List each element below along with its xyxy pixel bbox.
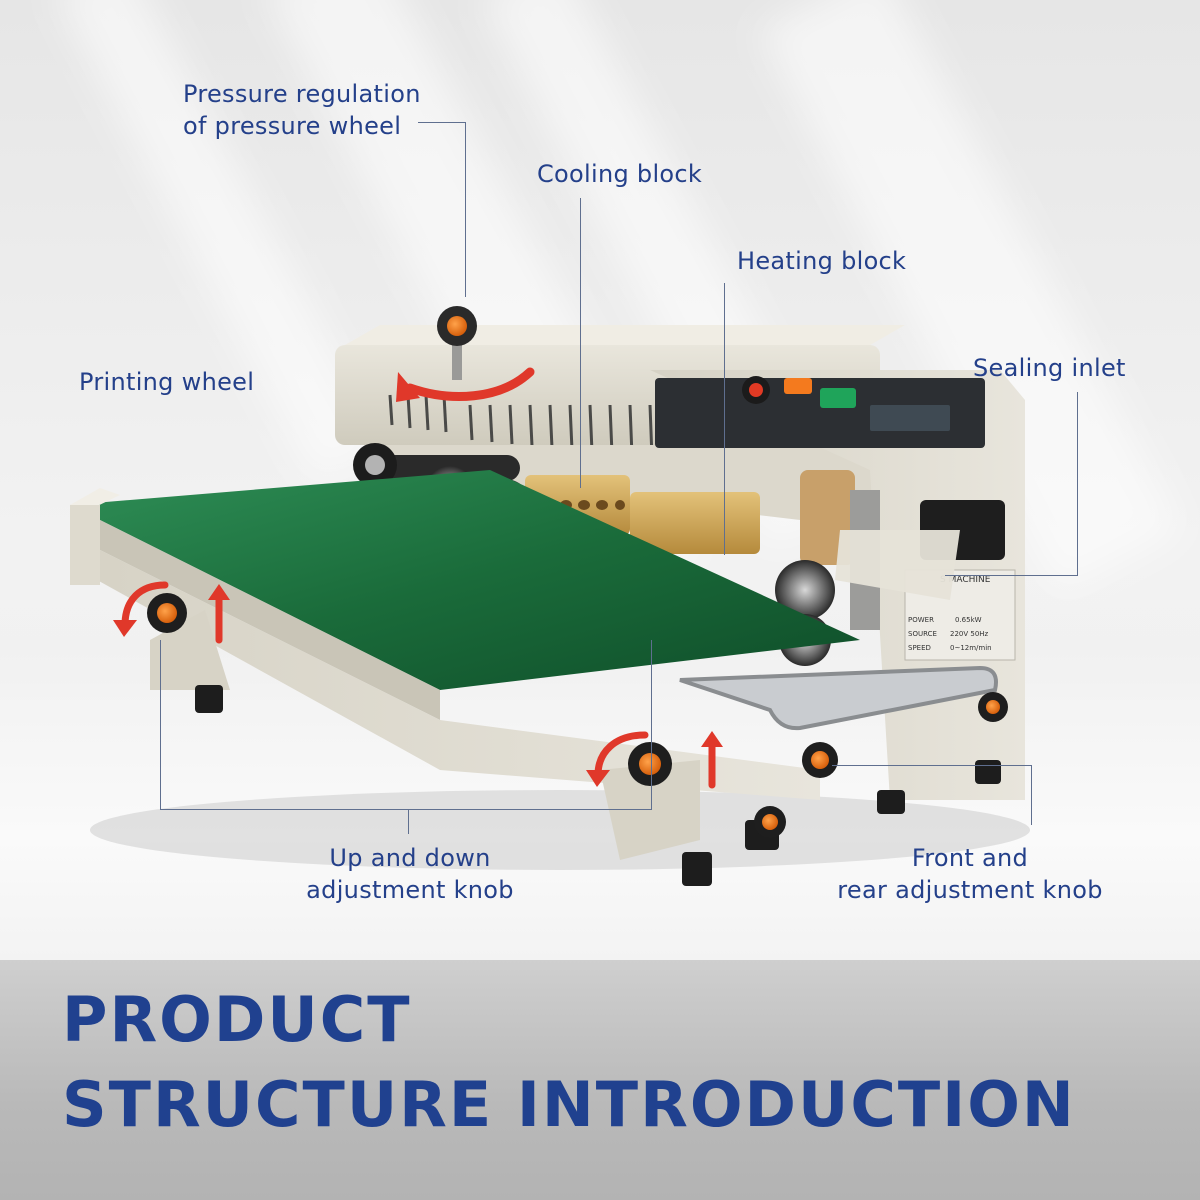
- label-up-down-line2: adjustment knob: [306, 876, 514, 904]
- label-front-rear-line1: Front and: [911, 844, 1029, 872]
- spec-plate: S MACHINE POWER 0.65kW SOURCE 220V 50Hz …: [908, 575, 992, 652]
- spec-plate-power-label: POWER: [908, 616, 934, 624]
- leader-sealing-inlet: [945, 392, 1078, 576]
- leader-up-down-knob-drop: [408, 810, 409, 834]
- band-sealer-machine-illustration: S MACHINE POWER 0.65kW SOURCE 220V 50Hz …: [70, 306, 1030, 886]
- label-heating-block: Heating block: [737, 247, 907, 275]
- leader-heating-block: [724, 283, 725, 555]
- spec-plate-source-label: SOURCE: [908, 630, 937, 638]
- adjustment-knobs: [147, 593, 1008, 838]
- label-up-down-knob: Up and down adjustment knob: [290, 842, 530, 906]
- adjustment-arrowheads: [113, 584, 723, 787]
- conveyor: [70, 470, 1001, 886]
- leader-cooling-block: [580, 198, 581, 488]
- spec-plate-source-value: 220V 50Hz: [950, 630, 989, 638]
- label-printing-wheel: Printing wheel: [79, 368, 255, 396]
- adjustment-arrows: [121, 581, 716, 789]
- headline-line2: STRUCTURE INTRODUCTION: [62, 1068, 1076, 1141]
- leader-pressure-regulation: [418, 122, 466, 297]
- spec-plate-speed-value: 0~12m/min: [950, 644, 992, 652]
- footer-band: [0, 960, 1200, 1200]
- label-pressure-regulation: Pressure regulation of pressure wheel: [183, 78, 421, 142]
- label-front-rear-line2: rear adjustment knob: [837, 876, 1103, 904]
- label-pressure-regulation-line1: Pressure regulation: [183, 80, 421, 108]
- label-front-rear-knob: Front and rear adjustment knob: [820, 842, 1120, 906]
- label-cooling-block: Cooling block: [537, 160, 703, 188]
- spec-plate-speed-label: SPEED: [908, 644, 931, 652]
- label-sealing-inlet: Sealing inlet: [973, 354, 1126, 382]
- label-pressure-regulation-line2: of pressure wheel: [183, 112, 402, 140]
- leader-up-down-knob: [160, 640, 652, 810]
- spec-plate-brand: S MACHINE: [940, 575, 991, 585]
- label-up-down-line1: Up and down: [329, 844, 491, 872]
- headline-line1: PRODUCT: [62, 983, 412, 1056]
- leader-front-rear-knob: [832, 765, 1032, 825]
- spec-plate-power-value: 0.65kW: [955, 616, 982, 624]
